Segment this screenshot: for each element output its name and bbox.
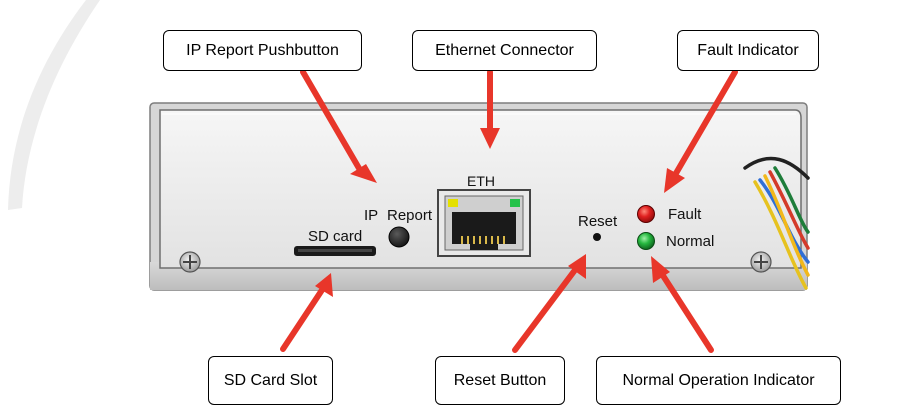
callout-fault-indicator: Fault Indicator bbox=[677, 30, 819, 71]
cable-bundle bbox=[743, 156, 810, 290]
arrow-ip-report bbox=[300, 69, 377, 183]
sd-card-label: SD card bbox=[308, 228, 363, 245]
reset-button[interactable] bbox=[593, 233, 601, 241]
arrow-normal bbox=[651, 256, 714, 353]
ip-label: IP bbox=[364, 207, 379, 224]
arrow-ethernet bbox=[480, 69, 500, 149]
report-label: Report bbox=[387, 207, 433, 224]
normal-led-label: Normal bbox=[666, 233, 715, 250]
fault-led-label: Fault bbox=[668, 206, 702, 223]
ethernet-port-icon[interactable] bbox=[437, 189, 531, 257]
arrow-fault bbox=[664, 69, 738, 193]
arrows bbox=[280, 69, 738, 353]
sd-card-slot[interactable] bbox=[294, 246, 376, 256]
callout-ip-report-pushbutton: IP Report Pushbutton bbox=[163, 30, 362, 71]
fault-indicator-led bbox=[637, 205, 655, 223]
eth-label: ETH bbox=[467, 173, 495, 189]
callout-ethernet-connector: Ethernet Connector bbox=[412, 30, 597, 71]
screw-icon-right bbox=[750, 251, 772, 273]
reset-label: Reset bbox=[578, 213, 618, 230]
ip-report-pushbutton[interactable] bbox=[388, 226, 410, 248]
callout-reset-button: Reset Button bbox=[435, 356, 565, 405]
normal-indicator-led bbox=[637, 232, 655, 250]
callout-normal-operation-indicator: Normal Operation Indicator bbox=[596, 356, 841, 405]
arrow-sd-card bbox=[280, 273, 333, 352]
screw-icon-left bbox=[179, 251, 201, 273]
callout-sd-card-slot: SD Card Slot bbox=[208, 356, 333, 405]
arrow-reset bbox=[512, 254, 586, 353]
decorative-swoosh bbox=[8, 0, 100, 210]
